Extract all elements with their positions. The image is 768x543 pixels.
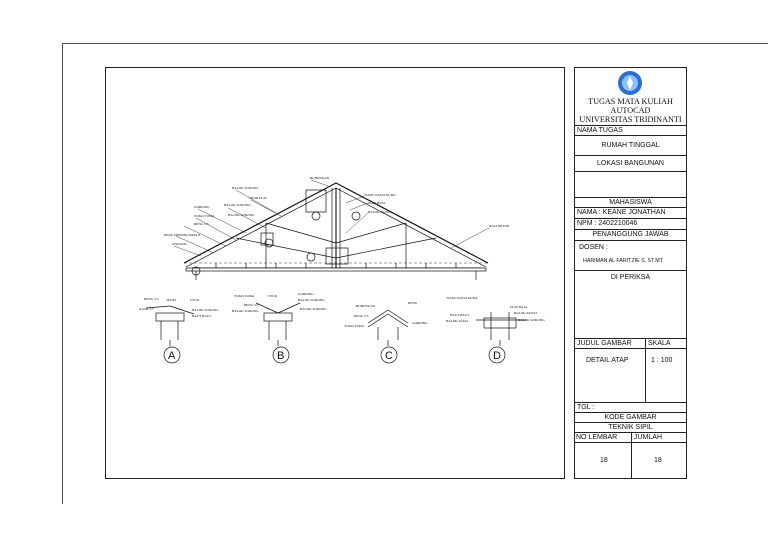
penanggung-jawab: PENANGGUNG JAWAB: [592, 231, 669, 238]
detail-d-label: TIANG KUDA KUDA: [446, 296, 478, 300]
detail-b-label: USUK: [268, 294, 278, 298]
detail-b-marker: B: [277, 350, 284, 362]
title-block: TUGAS MATA KULIAH AUTOCAD UNIVERSITAS TR…: [574, 67, 687, 479]
label-gording: GORDING: [194, 205, 210, 209]
detail-d-label: PLAT BAJA: [510, 305, 528, 309]
detail-c-label: RENG: [408, 301, 418, 305]
label-skor-plat: SKOR PLAT: [249, 196, 268, 200]
lembar-row: 18 18: [575, 442, 686, 478]
drawing-frame: BUBUNGAN BALOK SOKONG BALOK SOKONG BALOK…: [105, 67, 565, 479]
npm-row: NPM : 2402210046: [575, 218, 686, 229]
label-tiang-kuda: TIANG KUDA KUDA: [364, 193, 396, 197]
nama-row: NAMA : KEANE JONATHAN: [575, 207, 686, 218]
detail-b-label: RENG 5/3: [244, 303, 259, 307]
dosen-name: HARIMAN AL FARITZIE S, ST.MT: [583, 258, 663, 264]
label-tupai-tupai: TUPAI TUPAI: [194, 214, 215, 218]
nama-tugas-label: NAMA TUGAS: [577, 127, 623, 134]
detail-a: [145, 305, 195, 364]
divider: [645, 338, 646, 402]
skala: 1 : 100: [651, 357, 673, 364]
no-lembar-label: NO LEMBAR: [576, 434, 618, 441]
label-baja-beton: BAJA BETON: [489, 224, 510, 228]
detail-c-label: TUPAI TUPAI: [344, 324, 365, 328]
dosen-row: DOSEN : HARIMAN AL FARITZIE S, ST.MT: [575, 240, 686, 270]
detail-b-label: BALOK SOKONG: [300, 307, 327, 311]
detail-d: [476, 312, 526, 364]
detail-a-label: KASO 5/7: [139, 307, 154, 311]
judul-label: JUDUL GAMBAR: [577, 340, 632, 347]
detail-d-label: BALOK KUDA: [446, 319, 469, 323]
detail-a-label: RENG 5/3: [144, 297, 159, 301]
dosen-label: DOSEN :: [579, 244, 608, 251]
nama-tugas-label-row: NAMA TUGAS: [575, 125, 686, 135]
tgl-row: TGL :: [575, 402, 686, 412]
detail-a-label: TEGEL: [166, 298, 177, 302]
university-line: TUGAS MATA KULIAH: [588, 97, 673, 106]
student-name: NAMA : KEANE JONATHAN: [577, 209, 666, 216]
nama-tugas-row: RUMAH TINGGAL: [575, 135, 686, 155]
lokasi: LOKASI BANGUNAN: [597, 160, 664, 167]
label-bubungan: BUBUNGAN: [310, 176, 330, 180]
university-logo-icon: [618, 71, 642, 95]
spacer-row: [575, 171, 686, 197]
roof-truss-elevation: [183, 182, 489, 280]
judul-label-row: JUDUL GAMBAR SKALA: [575, 338, 686, 348]
roof-drawing: BUBUNGAN BALOK SOKONG BALOK SOKONG BALOK…: [139, 176, 545, 364]
no-lembar: 18: [600, 457, 608, 464]
detail-d-label: BAUT BAUT: [450, 313, 470, 317]
detail-c-label: BUBUNGAN: [356, 304, 376, 308]
diperiksa-row: DI PERIKSA: [575, 270, 686, 338]
lembar-label-row: NO LEMBAR JUMLAH: [575, 432, 686, 442]
skala-label: SKALA: [648, 340, 671, 347]
detail-d-label: BALOK SOKONG: [518, 318, 545, 322]
label-balok-sokong-2: BALOK SOKONG: [224, 203, 251, 207]
kode: TEKNIK SIPIL: [608, 424, 653, 431]
detail-a-label: BALOK SOKONG: [192, 308, 219, 312]
drawing-sheet: [62, 43, 768, 504]
label-balok-sokong-1: BALOK SOKONG: [232, 186, 259, 190]
detail-b-label: BALOK SOKONG: [298, 298, 325, 302]
label-reng-dinding: RENG DINDING/PAPAN: [164, 233, 201, 237]
detail-a-marker: A: [168, 350, 176, 362]
mahasiswa-label: MAHASISWA: [609, 199, 652, 206]
judul-row: DETAIL ATAP 1 : 100: [575, 348, 686, 402]
divider: [631, 432, 632, 478]
penanggung-row: PENANGGUNG JAWAB: [575, 229, 686, 240]
student-npm: NPM : 2402210046: [577, 220, 638, 227]
university-line: AUTOCAD: [610, 106, 651, 115]
detail-d-label: BALOK KUNCI: [514, 311, 538, 315]
judul: DETAIL ATAP: [586, 357, 629, 364]
detail-b-label: GORDING: [298, 292, 314, 296]
kode-label: KODE GAMBAR: [604, 414, 657, 421]
jumlah: 18: [654, 457, 662, 464]
label-balok-sokong-3: BALOK SOKONG: [228, 213, 255, 217]
mahasiswa-row: MAHASISWA: [575, 197, 686, 207]
nama-tugas: RUMAH TINGGAL: [601, 142, 660, 149]
label-angkur: ANGKUR: [172, 242, 187, 246]
detail-a-label: USUK: [190, 298, 200, 302]
label-reng: RENG 5/3: [194, 222, 209, 226]
detail-b-label: TUPAI TUPAI: [234, 294, 255, 298]
kode-row: TEKNIK SIPIL: [575, 422, 686, 432]
tgl-label: TGL :: [577, 404, 595, 411]
label-plat-baja: PLAT BAJA: [368, 201, 386, 205]
diperiksa: DI PERIKSA: [610, 274, 651, 281]
detail-c-label: GORDING: [412, 321, 428, 325]
detail-c: [367, 309, 409, 364]
detail-b-label: BALOK SOKONG: [232, 309, 259, 313]
detail-c-label: RENG 5/3: [354, 314, 369, 318]
detail-d-marker: D: [493, 350, 501, 362]
detail-b: [255, 302, 301, 364]
label-balok-kunci: BALOK KUNCI: [368, 210, 392, 214]
lokasi-row: LOKASI BANGUNAN: [575, 155, 686, 171]
jumlah-label: JUMLAH: [634, 434, 663, 441]
detail-a-label: BAUT BAUT: [192, 314, 212, 318]
detail-c-marker: C: [385, 350, 393, 362]
kode-label-row: KODE GAMBAR: [575, 412, 686, 422]
university-line: UNIVERSITAS TRIDINANTI: [579, 115, 682, 124]
